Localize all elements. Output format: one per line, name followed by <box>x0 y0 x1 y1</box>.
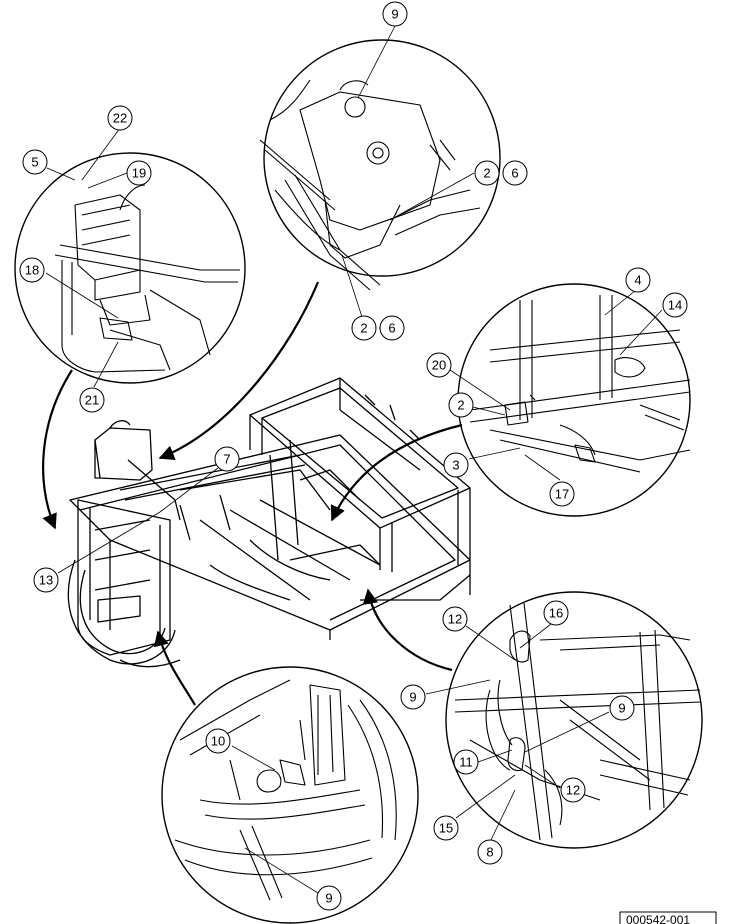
callout-bubble-13: 13 <box>33 567 59 593</box>
callout-arrows <box>42 281 463 706</box>
svg-text:000542-001: 000542-001 <box>626 913 690 924</box>
svg-text:9: 9 <box>618 701 625 716</box>
svg-text:5: 5 <box>31 155 38 170</box>
callout-bubble-17: 17 <box>549 481 575 507</box>
callout-bubble-19: 19 <box>126 160 152 186</box>
callout-bubble-6-lower: 6 <box>379 315 405 341</box>
callout-bubble-8: 8 <box>477 839 503 865</box>
callout-bubble-21: 21 <box>79 387 105 413</box>
detail-view-bottom <box>161 666 419 924</box>
svg-text:12: 12 <box>566 783 580 798</box>
callout-bubble-11: 11 <box>453 749 479 775</box>
callout-bubble-2-upper: 2 <box>474 160 500 186</box>
svg-text:20: 20 <box>432 358 446 373</box>
svg-text:19: 19 <box>132 166 146 181</box>
arrow-bottom-to-frame <box>153 630 196 706</box>
callout-bubble-5: 5 <box>22 149 48 175</box>
svg-text:17: 17 <box>555 487 569 502</box>
main-frame-assembly <box>67 377 471 668</box>
callout-bubble-9-bottom: 9 <box>316 885 342 911</box>
svg-text:13: 13 <box>39 573 53 588</box>
svg-text:21: 21 <box>85 393 99 408</box>
callout-bubble-12-lower: 12 <box>560 777 586 803</box>
callout-bubble-4: 4 <box>625 267 651 293</box>
callout-bubble-10: 10 <box>205 728 231 754</box>
leader-lines <box>45 25 663 894</box>
arrow-upper-left-to-frame <box>42 369 73 530</box>
detail-view-right <box>457 283 691 517</box>
detail-view-upper-left <box>14 152 246 384</box>
callout-bubble-15: 15 <box>433 815 459 841</box>
svg-text:6: 6 <box>388 321 395 336</box>
callout-bubble-22: 22 <box>107 105 133 131</box>
svg-text:10: 10 <box>211 734 225 749</box>
callout-bubble-9-mid: 9 <box>400 684 426 710</box>
svg-text:14: 14 <box>668 298 682 313</box>
arrow-top-center-to-tank <box>158 281 320 460</box>
callout-bubble-18: 18 <box>19 257 45 283</box>
svg-text:7: 7 <box>223 452 230 467</box>
svg-text:6: 6 <box>511 166 518 181</box>
svg-text:9: 9 <box>325 891 332 906</box>
svg-text:15: 15 <box>439 821 453 836</box>
arrow-lower-right-to-hose <box>362 588 453 672</box>
svg-text:16: 16 <box>549 606 563 621</box>
svg-text:3: 3 <box>452 458 459 473</box>
callout-bubble-14: 14 <box>662 292 688 318</box>
callout-bubble-9-right: 9 <box>609 695 635 721</box>
callout-bubble-6-upper: 6 <box>502 160 528 186</box>
callout-bubble-2-lower: 2 <box>351 315 377 341</box>
figure-reference-box: 000542-001 <box>619 911 717 924</box>
callout-bubble-20: 20 <box>426 352 452 378</box>
svg-text:9: 9 <box>409 690 416 705</box>
svg-text:2: 2 <box>360 321 367 336</box>
detail-view-top-center <box>259 39 501 291</box>
svg-text:22: 22 <box>113 111 127 126</box>
svg-text:2: 2 <box>457 398 464 413</box>
callout-bubble-2-right: 2 <box>448 392 474 418</box>
svg-text:18: 18 <box>25 263 39 278</box>
svg-text:12: 12 <box>448 612 462 627</box>
callout-bubble-3: 3 <box>443 452 469 478</box>
svg-text:4: 4 <box>634 273 641 288</box>
detail-view-lower-right <box>445 591 703 849</box>
svg-text:2: 2 <box>483 166 490 181</box>
svg-text:11: 11 <box>459 755 473 770</box>
callout-bubble-12-upper: 12 <box>442 606 468 632</box>
arrow-right-to-bracket <box>330 423 463 522</box>
callout-bubble-9: 9 <box>382 1 408 27</box>
callout-bubble-7: 7 <box>214 446 240 472</box>
callout-bubble-16: 16 <box>543 600 569 626</box>
svg-text:8: 8 <box>486 845 493 860</box>
svg-text:9: 9 <box>391 7 398 22</box>
